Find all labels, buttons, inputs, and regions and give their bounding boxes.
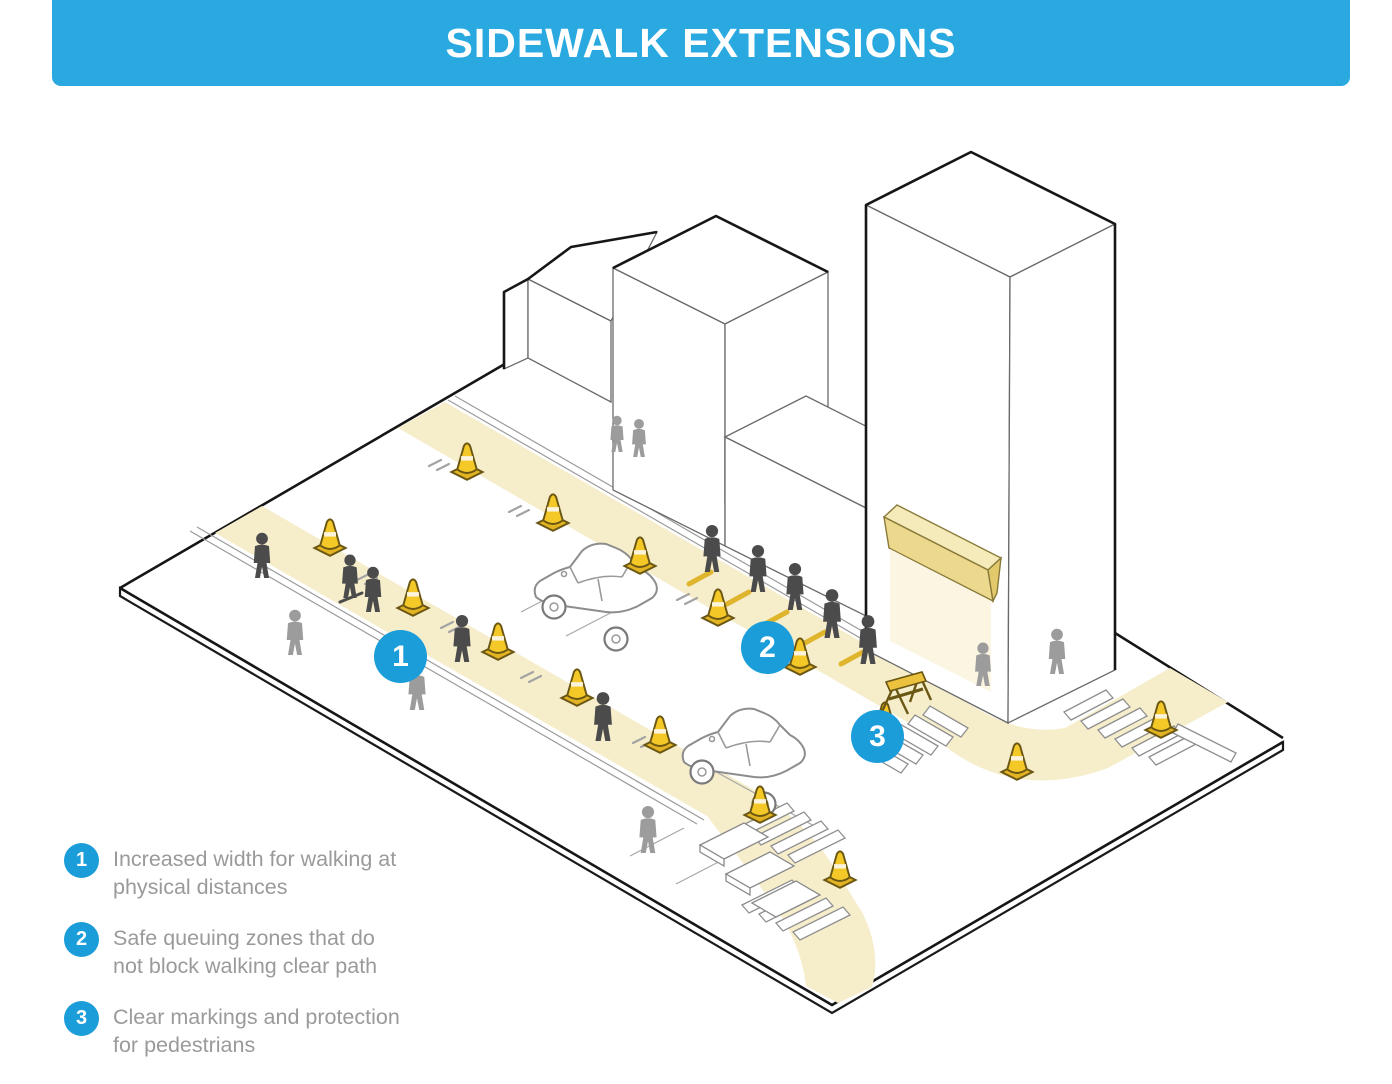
legend-line: Clear markings and protection xyxy=(113,1005,400,1029)
pedestrians xyxy=(253,415,1066,853)
barricade xyxy=(878,671,933,717)
ground-block xyxy=(118,324,1285,1015)
awning xyxy=(882,504,1003,604)
legend-line: Safe queuing zones that do xyxy=(113,926,375,950)
queue-spacing-marks xyxy=(686,569,866,667)
legend-badge-2: 2 xyxy=(64,922,99,957)
diagram-marker-2: 2 xyxy=(741,621,794,674)
legend-line: not block walking clear path xyxy=(113,954,378,978)
skateboard xyxy=(338,591,364,604)
diagram-marker-1: 1 xyxy=(374,630,427,683)
marker-number: 3 xyxy=(869,719,886,753)
awning-light xyxy=(890,549,991,692)
legend-item-2: 2 Safe queuing zones that do not block w… xyxy=(64,922,400,980)
legend-text-1: Increased width for walking at physical … xyxy=(113,843,396,901)
legend-line: Increased width for walking at xyxy=(113,847,397,871)
legend-line: physical distances xyxy=(113,875,288,899)
sidewalk-extension-paths xyxy=(215,402,1228,1003)
house xyxy=(502,230,659,404)
page-title: SIDEWALK EXTENSIONS xyxy=(445,19,957,66)
legend-item-1: 1 Increased width for walking at physica… xyxy=(64,843,400,901)
marker-number: 1 xyxy=(392,639,409,673)
legend-line: for pedestrians xyxy=(113,1033,256,1057)
legend-badge-3: 3 xyxy=(64,1001,99,1036)
marker-number: 2 xyxy=(759,630,776,664)
legend-text-2: Safe queuing zones that do not block wal… xyxy=(113,922,377,980)
tower-with-awning xyxy=(864,150,1117,725)
legend-text-3: Clear markings and protection for pedest… xyxy=(113,1001,400,1059)
legend: 1 Increased width for walking at physica… xyxy=(64,843,400,1059)
title-banner: SIDEWALK EXTENSIONS xyxy=(52,0,1350,86)
legend-item-3: 3 Clear markings and protection for pede… xyxy=(64,1001,400,1059)
diagram-marker-3: 3 xyxy=(851,710,904,763)
buildings xyxy=(502,150,1117,725)
legend-badge-1: 1 xyxy=(64,843,99,878)
